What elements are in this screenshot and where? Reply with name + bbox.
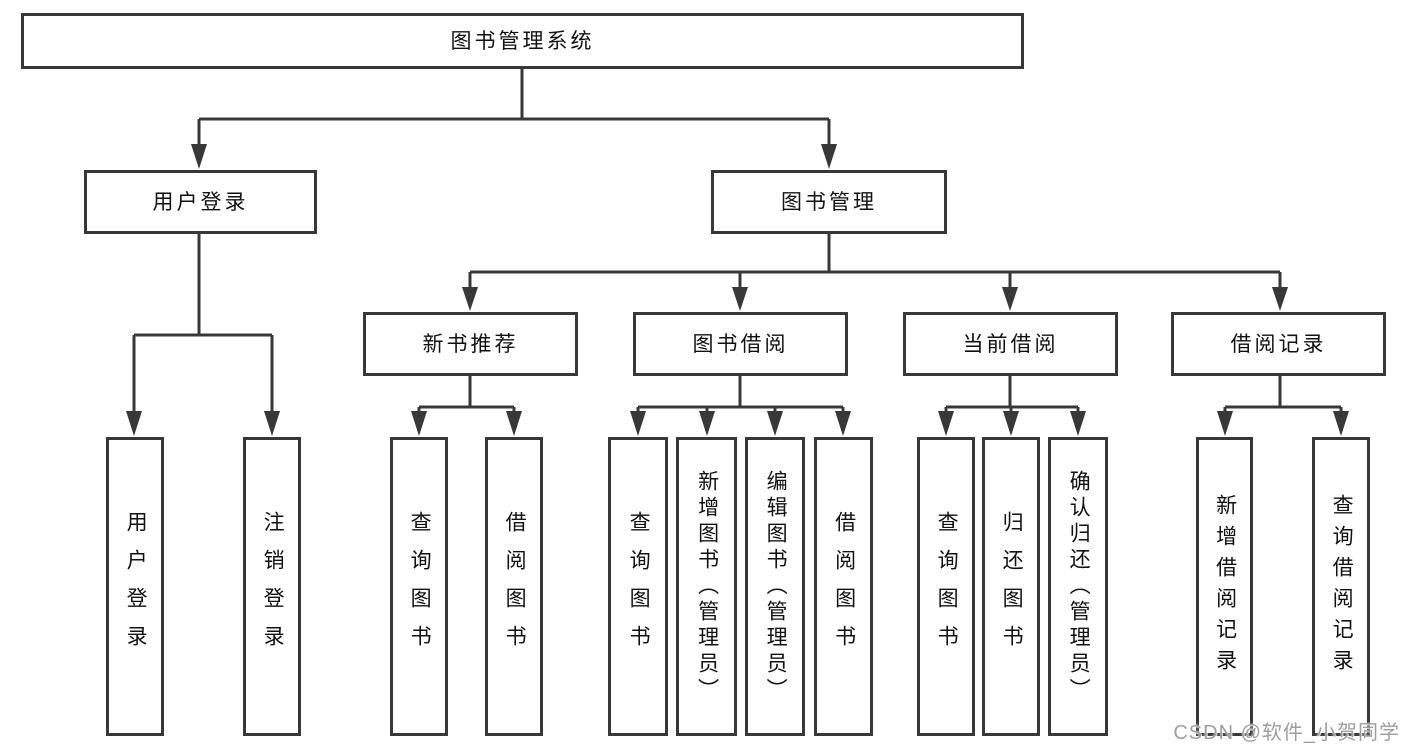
- node-leaf-borrow-books-1: 借阅图书: [485, 437, 543, 736]
- node-borrowing-records: 借阅记录: [1171, 312, 1386, 376]
- node-leaf-return-books: 归还图书: [982, 437, 1040, 736]
- connector-borrow-record-children: [1217, 375, 1349, 436]
- connector-user-login-children: [126, 233, 280, 436]
- node-leaf-confirm-return-admin: 确认归还（管理员）: [1048, 437, 1108, 736]
- connector-new-book-children: [411, 375, 522, 436]
- node-user-login-branch: 用户登录: [84, 170, 317, 234]
- csdn-watermark: CSDN @软件_小贺同学: [1173, 722, 1400, 744]
- connector-root-to-branches: [191, 68, 837, 169]
- node-new-book-recommend: 新书推荐: [363, 312, 578, 376]
- node-current-borrowing: 当前借阅: [903, 312, 1118, 376]
- node-leaf-borrow-books-2: 借阅图书: [814, 437, 873, 736]
- node-leaf-query-books-1: 查询图书: [390, 437, 448, 736]
- node-leaf-add-books-admin: 新增图书（管理员）: [676, 437, 737, 736]
- node-leaf-user-login: 用户登录: [106, 437, 164, 736]
- node-library-system: 图书管理系统: [21, 13, 1024, 69]
- node-book-borrowing: 图书借阅: [633, 312, 848, 376]
- node-leaf-query-books-3: 查询图书: [917, 437, 975, 736]
- connector-current-borrow-children: [938, 375, 1086, 436]
- node-leaf-logout: 注销登录: [243, 437, 301, 736]
- connector-book-mgmt-children: [462, 233, 1288, 311]
- node-leaf-add-borrow-record: 新增借阅记录: [1196, 437, 1253, 736]
- node-leaf-edit-books-admin: 编辑图书（管理员）: [745, 437, 805, 736]
- node-leaf-query-books-2: 查询图书: [608, 437, 668, 736]
- node-book-management-branch: 图书管理: [711, 170, 947, 234]
- node-leaf-query-borrow-record: 查询借阅记录: [1312, 437, 1370, 736]
- connector-book-borrow-children: [630, 375, 851, 436]
